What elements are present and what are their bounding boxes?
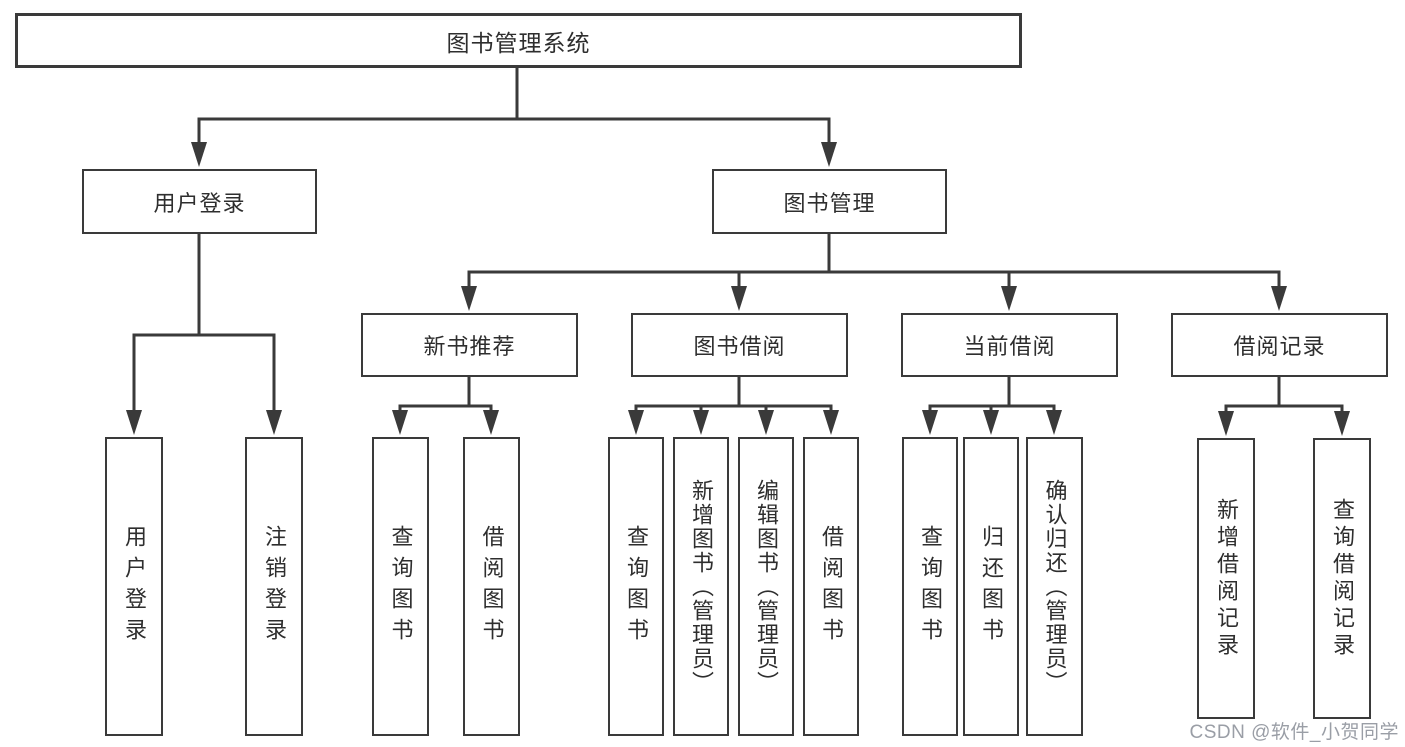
leaf-borrow-books-2: 借阅图书 — [803, 437, 859, 736]
node-label: 新书推荐 — [423, 334, 516, 359]
leaf-user-login: 用户登录 — [105, 437, 163, 736]
node-label: 当前借阅 — [963, 334, 1056, 359]
csdn-watermark: CSDN @软件_小贺同学 — [1189, 722, 1399, 743]
node-label: 编辑图书（管理员） — [754, 478, 779, 695]
node-user-login: 用户登录 — [82, 169, 317, 234]
connector-records-to-leaves — [1218, 375, 1350, 436]
node-book-borrowing: 图书借阅 — [631, 313, 848, 377]
node-book-management: 图书管理 — [712, 169, 947, 234]
leaf-query-books-2: 查询图书 — [608, 437, 664, 736]
leaf-borrow-books-1: 借阅图书 — [463, 437, 520, 736]
node-new-book-recommend: 新书推荐 — [361, 313, 578, 377]
connector-management-to-modules — [461, 232, 1287, 311]
node-borrowing-records: 借阅记录 — [1171, 313, 1388, 377]
leaf-return-books: 归还图书 — [963, 437, 1019, 736]
node-label: 查询借阅记录 — [1330, 497, 1355, 660]
node-label: 借阅记录 — [1233, 334, 1326, 359]
node-label: 归还图书 — [979, 524, 1004, 649]
node-label: 借阅图书 — [479, 524, 505, 649]
node-book-management-system: 图书管理系统 — [15, 13, 1022, 68]
node-label: 查询图书 — [624, 524, 649, 649]
connector-root-to-level2 — [191, 66, 837, 167]
leaf-query-borrow-record: 查询借阅记录 — [1313, 438, 1371, 719]
node-label: 借阅图书 — [819, 524, 844, 649]
node-label: 查询图书 — [388, 524, 414, 649]
node-label: 用户登录 — [122, 524, 147, 649]
leaf-query-books-1: 查询图书 — [372, 437, 429, 736]
leaf-query-books-3: 查询图书 — [902, 437, 958, 736]
connector-login-to-leaves — [126, 232, 282, 435]
leaf-add-borrow-record: 新增借阅记录 — [1197, 438, 1255, 719]
leaf-edit-books-admin: 编辑图书（管理员） — [738, 437, 794, 736]
leaf-add-books-admin: 新增图书（管理员） — [673, 437, 729, 736]
leaf-confirm-return-admin: 确认归还（管理员） — [1026, 437, 1083, 736]
leaf-logout: 注销登录 — [245, 437, 303, 736]
node-label: 确认归还（管理员） — [1042, 478, 1068, 695]
node-label: 新增借阅记录 — [1214, 497, 1239, 660]
node-label: 图书管理系统 — [446, 29, 591, 56]
connector-borrow-to-leaves — [628, 375, 839, 435]
node-label: 图书管理 — [783, 190, 876, 216]
node-current-borrowing: 当前借阅 — [901, 313, 1118, 377]
node-label: 注销登录 — [262, 524, 287, 649]
connector-newbook-to-leaves — [392, 375, 499, 435]
node-label: 查询图书 — [918, 524, 943, 649]
node-label: 图书借阅 — [693, 334, 786, 359]
connector-current-to-leaves — [922, 375, 1062, 435]
node-label: 新增图书（管理员） — [689, 478, 714, 695]
node-label: 用户登录 — [153, 190, 246, 216]
